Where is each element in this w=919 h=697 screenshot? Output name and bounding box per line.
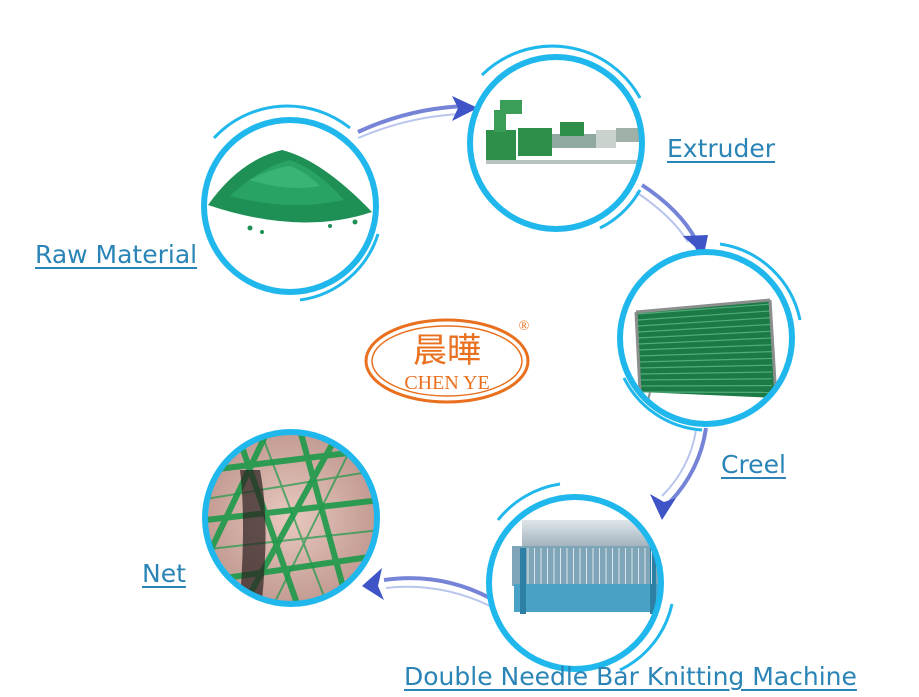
label-knitting-machine: Double Needle Bar Knitting Machine [404,662,857,691]
arrow-knitting-to-net [362,568,491,607]
label-creel: Creel [721,450,786,479]
raw-material-image [204,120,376,292]
label-extruder: Extruder [667,134,776,163]
logo-chinese-text: 晨曄 [413,331,481,371]
label-net: Net [142,559,186,588]
raw-material-node [201,104,380,302]
extruder-image [470,57,642,229]
arrow-creel-to-knitting [650,427,708,520]
knitting-machine-node [486,482,674,672]
chen-ye-logo: 晨曄 CHEN YE ® [364,318,530,404]
extruder-node [467,44,645,232]
knitting-machine-image [489,497,661,669]
net-image [205,432,377,604]
arrow-raw-to-extruder [357,96,478,139]
net-node [202,429,380,607]
creel-node [617,242,802,432]
registered-mark: ® [519,319,530,334]
creel-image [620,252,792,424]
label-raw-material: Raw Material [35,240,198,269]
logo-english-text: CHEN YE [404,372,489,394]
